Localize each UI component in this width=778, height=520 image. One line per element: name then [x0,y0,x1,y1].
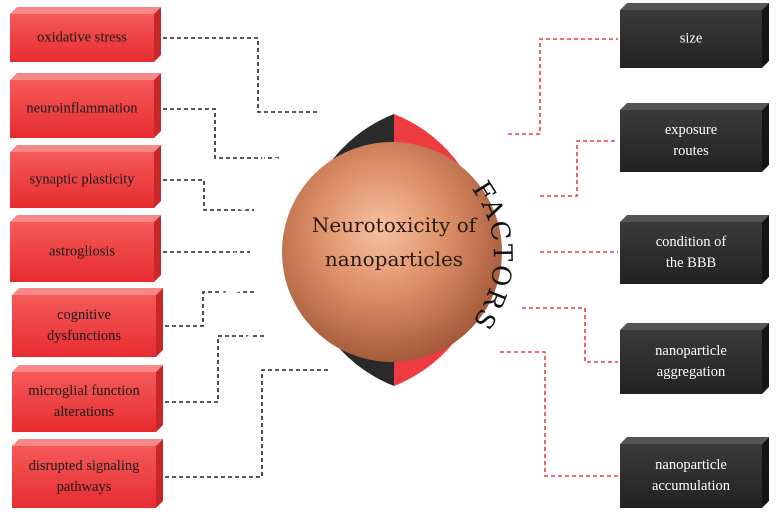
factor-box-side [762,3,769,68]
factor-box-face [620,444,762,508]
factor-box-side [762,103,769,172]
mechanism-label: synaptic plasticity [29,171,135,187]
mechanism-label: dysfunctions [47,328,121,344]
mechanism-label: microglial function [28,383,140,399]
factor-label: aggregation [657,364,726,380]
factor-label: the BBB [666,255,716,271]
center-title-line1: Neurotoxicity of [312,213,478,237]
factor-box-side [762,215,769,284]
mechanism-box-top [12,439,163,446]
mechanism-label: pathways [57,479,112,495]
mechanism-boxes: oxidative stress neuroinflammation synapti… [10,7,163,508]
factor-label: accumulation [652,478,731,494]
factor-connector-2 [540,140,618,197]
ring-left-label: MECHANISMS [213,143,291,368]
mechanism-box-face [10,80,154,138]
nanoparticle-sphere [282,142,502,362]
mechanism-box-7: disrupted signaling pathways [12,439,163,508]
factor-label: condition of [656,234,727,250]
factor-label: nanoparticle [655,343,727,359]
factor-label: exposure [665,122,717,138]
mechanism-box-side [154,7,161,62]
center-title-line2: nanoparticles [325,247,463,271]
mechanism-label: neuroinflammation [26,100,138,116]
factor-box-top [620,323,769,330]
factor-box-top [620,103,769,110]
mechanism-box-side [156,288,163,357]
factor-label: routes [673,143,709,159]
factor-connector-4 [522,307,618,363]
mechanism-box-side [154,73,161,138]
factor-box-face [620,330,762,394]
central-ring: MECHANISMS FACTORS Neurotoxicity of nano… [213,114,515,386]
mechanism-label: astrogliosis [49,243,115,259]
mechanism-box-face [10,14,154,62]
factor-label: size [680,30,703,46]
factor-box-top [620,437,769,444]
factor-box-face [620,10,762,68]
mechanism-connector-5 [158,291,256,327]
factor-box-side [762,437,769,508]
mechanism-box-top [10,73,161,80]
factor-box-face [620,222,762,284]
mechanism-box-side [154,145,161,208]
mechanism-box-side [156,439,163,508]
mechanism-box-face [10,222,154,282]
mechanism-connector-2 [156,108,282,159]
mechanism-box-2: neuroinflammation [10,73,161,138]
mechanism-label: disrupted signaling [29,458,140,474]
factor-box-top [620,215,769,222]
factor-box-3: condition of the BBB [620,215,769,284]
mechanism-box-face [12,295,156,357]
factor-box-1: size [620,3,769,68]
factor-box-5: nanoparticle accumulation [620,437,769,508]
mechanism-box-6: microglial function alterations [12,365,163,432]
mechanism-box-4: astrogliosis [10,215,161,282]
mechanism-box-face [12,446,156,508]
mechanism-box-face [10,152,154,208]
mechanism-box-top [10,215,161,222]
mechanism-box-3: synaptic plasticity [10,145,161,208]
mechanism-box-top [10,145,161,152]
factor-boxes: size exposure routes condition of the BBB nan… [620,3,769,508]
factor-box-side [762,323,769,394]
mechanism-box-5: cognitive dysfunctions [12,288,163,357]
factor-box-4: nanoparticle aggregation [620,323,769,394]
mechanism-box-1: oxidative stress [10,7,161,62]
mechanism-box-top [12,365,163,372]
mechanism-box-side [154,215,161,282]
mechanism-connector-1 [156,37,318,113]
factor-box-face [620,110,762,172]
mechanism-connector-3 [156,179,254,211]
factor-label: nanoparticle [655,457,727,473]
mechanism-box-top [10,7,161,14]
mechanism-label: oxidative stress [37,29,127,45]
mechanism-label: alterations [54,404,115,420]
factor-box-top [620,3,769,10]
factor-connector-1 [508,38,618,135]
mechanism-box-top [12,288,163,295]
mechanism-label: cognitive [57,307,111,323]
mechanism-connector-6 [158,335,266,403]
mechanism-connector-7 [158,369,330,478]
mechanism-box-side [156,365,163,432]
mechanism-box-face [12,372,156,432]
factor-connectors [500,38,618,477]
factor-box-2: exposure routes [620,103,769,172]
mechanism-connectors [156,37,330,478]
factor-connector-5 [500,351,618,477]
